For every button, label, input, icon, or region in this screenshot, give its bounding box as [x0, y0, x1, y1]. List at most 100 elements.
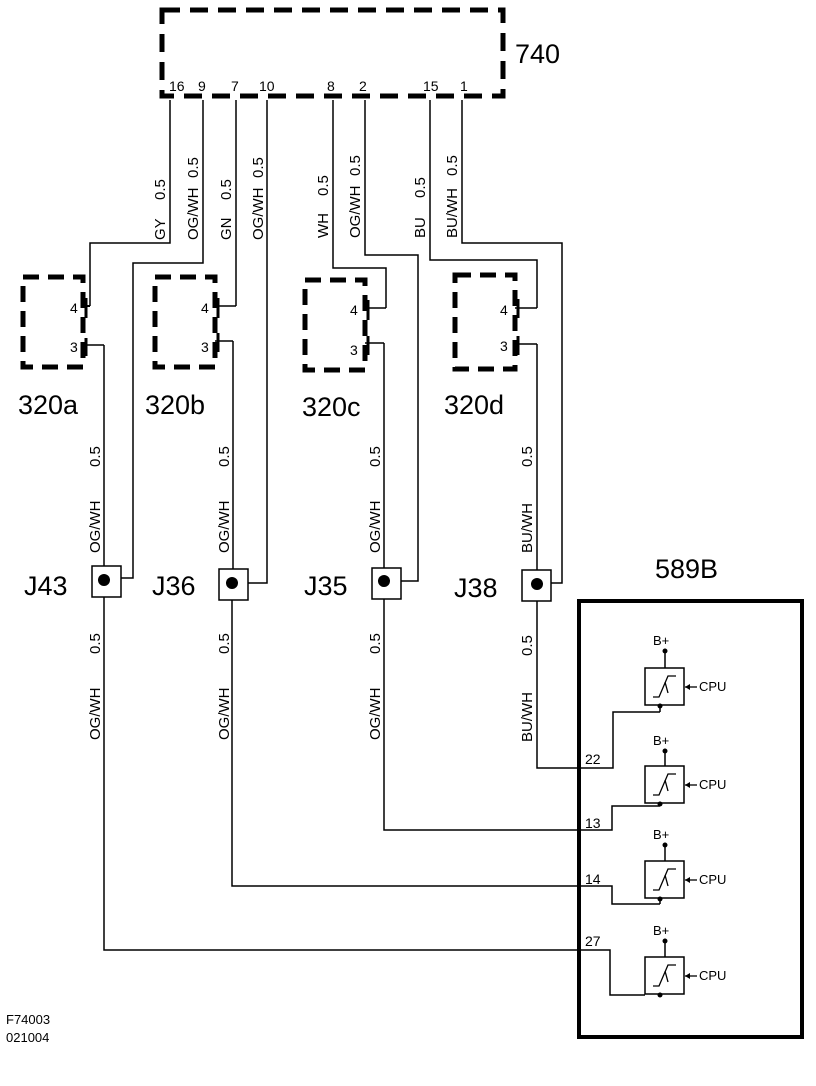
driver-2-supply-label: B+ — [653, 733, 669, 748]
wire-size-mid-j36: 0.5 — [216, 446, 233, 467]
module-589b-pin-27: 27 — [585, 933, 601, 949]
driver-1-supply-label: B+ — [653, 633, 669, 648]
sensor-320b-pin-3: 3 — [201, 339, 209, 355]
wire-label-ogwh-2: OG/WH — [347, 186, 364, 239]
junction-j43: J43 — [24, 565, 122, 601]
module-589b-pin-22: 22 — [585, 751, 601, 767]
driver-3-cpu-label: CPU — [699, 872, 726, 887]
figure-reference: F74003 021004 — [6, 1012, 50, 1045]
wire-label-mid-j36: OG/WH — [216, 501, 233, 554]
junction-j38-label: J38 — [454, 573, 498, 603]
wire-size-ogwh-9: 0.5 — [185, 157, 202, 178]
sensor-320b: 4 3 320b — [145, 274, 236, 420]
pin-740-9: 9 — [198, 78, 206, 94]
sensor-320d-pin-3: 3 — [500, 338, 508, 354]
wire-label-bu: BU — [412, 217, 429, 238]
middle-wires — [103, 341, 538, 583]
figure-code: F74003 — [6, 1012, 50, 1027]
driver-4-supply-label: B+ — [653, 923, 669, 938]
wire-gy-16 — [89, 100, 171, 306]
wire-j43-589b-27 — [103, 597, 645, 996]
module-589b-pin-14: 14 — [585, 871, 601, 887]
wire-wh-8 — [332, 100, 387, 308]
wire-size-mid-j38: 0.5 — [519, 446, 536, 467]
wire-ogwh-9 — [112, 100, 204, 579]
sensor-320a-label: 320a — [18, 390, 79, 420]
figure-date: 021004 — [6, 1030, 49, 1045]
wire-size-low-j35: 0.5 — [367, 633, 384, 654]
wire-label-ogwh-9: OG/WH — [185, 188, 202, 241]
output-driver-4: B+ CPU — [644, 923, 726, 998]
wire-size-ogwh-10: 0.5 — [250, 157, 267, 178]
sensor-320d: 4 3 320d — [444, 272, 537, 420]
upper-wire-labels: GY 0.5 OG/WH 0.5 GN 0.5 OG/WH 0.5 WH 0.5… — [152, 155, 461, 240]
wire-j36-589b-14 — [231, 600, 645, 905]
sensor-320d-pin-4: 4 — [500, 302, 508, 318]
wire-j35-589b-13 — [383, 599, 645, 831]
driver-1-cpu-label: CPU — [699, 679, 726, 694]
wire-size-gy: 0.5 — [152, 179, 169, 200]
junction-j43-label: J43 — [24, 571, 68, 601]
sensor-320a-pin-4: 4 — [70, 300, 78, 316]
pin-740-16: 16 — [169, 78, 185, 94]
pin-740-1: 1 — [460, 78, 468, 94]
junction-j35-label: J35 — [304, 571, 348, 601]
wire-bu-15 — [429, 100, 538, 308]
wire-label-low-j35: OG/WH — [367, 688, 384, 741]
wire-size-wh: 0.5 — [315, 175, 332, 196]
wire-size-low-j43: 0.5 — [87, 633, 104, 654]
pin-740-15: 15 — [423, 78, 439, 94]
wire-size-gn: 0.5 — [218, 179, 235, 200]
sensor-320d-label: 320d — [444, 390, 504, 420]
wire-buwh-1 — [461, 100, 563, 584]
sensor-320c-label: 320c — [302, 392, 361, 422]
wire-size-bu: 0.5 — [412, 177, 429, 198]
pin-740-2: 2 — [359, 78, 367, 94]
wire-label-gn: GN — [218, 218, 235, 241]
wire-label-mid-j35: OG/WH — [367, 501, 384, 554]
wire-label-low-j36: OG/WH — [216, 688, 233, 741]
sensor-320a-pin-3: 3 — [70, 339, 78, 355]
upper-wires — [89, 100, 563, 584]
module-589b: 589B 22 13 14 27 B+ CPU B+ — [577, 554, 804, 1039]
wire-size-mid-j43: 0.5 — [87, 446, 104, 467]
driver-4-cpu-label: CPU — [699, 968, 726, 983]
module-589b-label: 589B — [655, 554, 718, 584]
sensor-320c: 4 3 320c — [302, 277, 386, 422]
sensor-320c-pin-3: 3 — [350, 342, 358, 358]
wire-size-mid-j35: 0.5 — [367, 446, 384, 467]
output-driver-3: B+ CPU — [644, 827, 726, 905]
sensor-320b-label: 320b — [145, 390, 205, 420]
wire-label-mid-j43: OG/WH — [87, 501, 104, 554]
driver-3-supply-label: B+ — [653, 827, 669, 842]
lower-wire-labels: OG/WH 0.5 OG/WH 0.5 OG/WH 0.5 BU/WH 0.5 — [87, 633, 536, 742]
component-740-label: 740 — [515, 39, 560, 69]
wire-label-ogwh-10: OG/WH — [250, 188, 267, 241]
junction-j35: J35 — [304, 567, 402, 601]
wire-label-low-j38: BU/WH — [519, 692, 536, 742]
output-driver-2: B+ CPU — [644, 733, 726, 807]
junction-j36-label: J36 — [152, 571, 196, 601]
wire-size-low-j38: 0.5 — [519, 635, 536, 656]
sensor-320b-pin-4: 4 — [201, 300, 209, 316]
pin-740-8: 8 — [327, 78, 335, 94]
junction-j36: J36 — [152, 568, 249, 601]
wire-size-low-j36: 0.5 — [216, 633, 233, 654]
output-driver-1: B+ CPU — [644, 633, 726, 713]
wire-j38-589b-22 — [536, 601, 645, 769]
pin-740-10: 10 — [259, 78, 275, 94]
wire-ogwh-2 — [364, 100, 419, 582]
middle-wire-labels: OG/WH 0.5 OG/WH 0.5 OG/WH 0.5 BU/WH 0.5 — [87, 446, 536, 553]
junction-j38: J38 — [454, 569, 552, 603]
wire-size-ogwh-2: 0.5 — [347, 155, 364, 176]
wire-size-buwh-1: 0.5 — [444, 155, 461, 176]
lower-wires — [103, 597, 645, 996]
wire-label-mid-j38: BU/WH — [519, 503, 536, 553]
sensor-320c-pin-4: 4 — [350, 302, 358, 318]
component-740: 740 16 9 7 10 8 2 15 1 — [159, 7, 560, 99]
wire-label-low-j43: OG/WH — [87, 688, 104, 741]
driver-2-cpu-label: CPU — [699, 777, 726, 792]
wire-label-wh: WH — [315, 213, 332, 238]
pin-740-7: 7 — [231, 78, 239, 94]
